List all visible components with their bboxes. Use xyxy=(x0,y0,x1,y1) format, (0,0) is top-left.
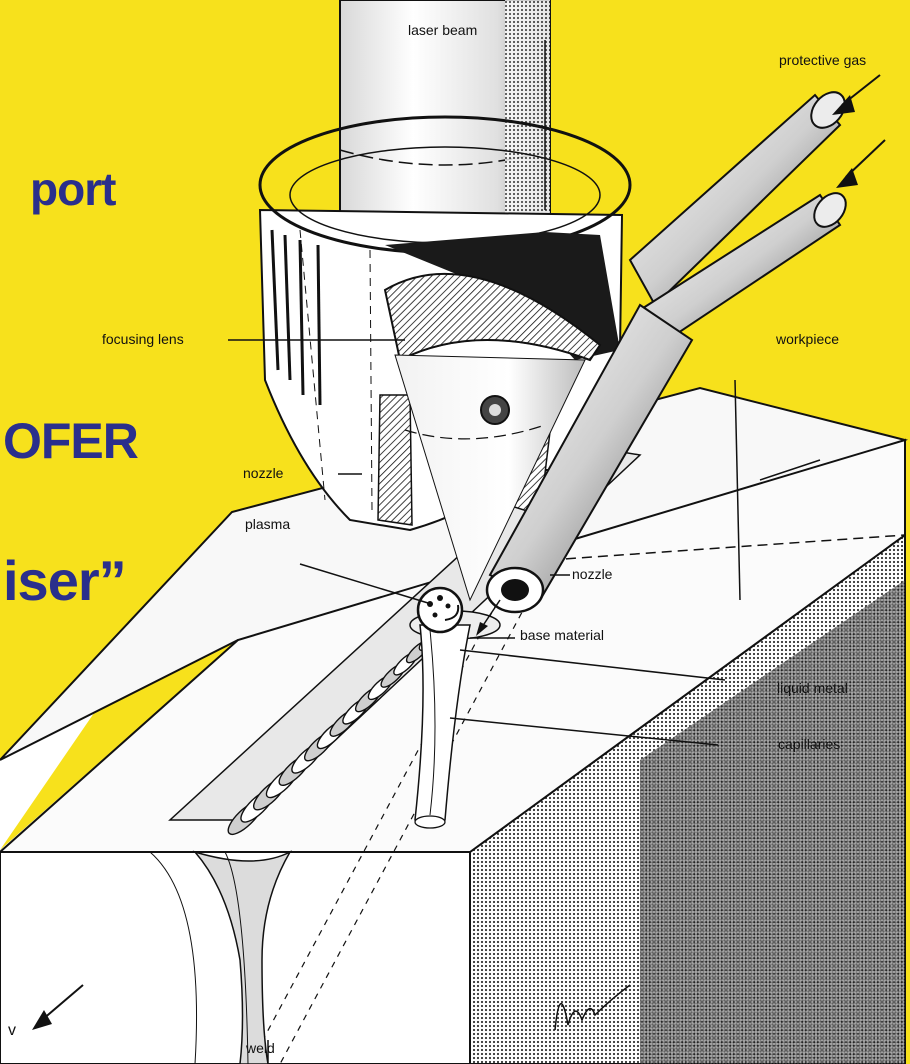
label-laser-beam: laser beam xyxy=(408,22,478,38)
headline-line-3: iser” xyxy=(3,549,127,612)
label-nozzle-left: nozzle xyxy=(243,465,284,481)
label-workpiece: workpiece xyxy=(776,331,840,347)
label-capillaries: capillaries xyxy=(778,736,841,752)
protective-gas-pipes xyxy=(628,91,847,347)
label-nozzle-right: nozzle xyxy=(572,566,613,582)
headline-line-2: OFER xyxy=(3,413,139,469)
gas-arrow-lower xyxy=(836,139,886,188)
artist-signature xyxy=(554,984,631,1031)
workpiece-block xyxy=(0,379,908,1064)
nozzle-head xyxy=(258,115,632,602)
laser-beam-cylinder xyxy=(339,0,551,251)
label-protective-gas: protective gas xyxy=(779,52,867,68)
direction-arrow-v xyxy=(32,984,84,1030)
side-gas-nozzle xyxy=(476,303,694,636)
label-v: v xyxy=(8,1022,16,1039)
weld-cross-section xyxy=(149,850,292,1064)
headline-line-1: port xyxy=(30,163,116,215)
label-liquid-metal: liquid metal xyxy=(777,680,848,696)
plasma-ball xyxy=(416,586,464,634)
label-base-material: base material xyxy=(520,627,605,643)
label-plasma: plasma xyxy=(245,516,291,532)
label-weld: weld xyxy=(246,1040,275,1056)
label-focusing-lens: focusing lens xyxy=(102,331,184,347)
gas-arrow-upper xyxy=(832,74,881,115)
weld-bead xyxy=(227,628,442,836)
leader-lines xyxy=(228,40,821,1064)
